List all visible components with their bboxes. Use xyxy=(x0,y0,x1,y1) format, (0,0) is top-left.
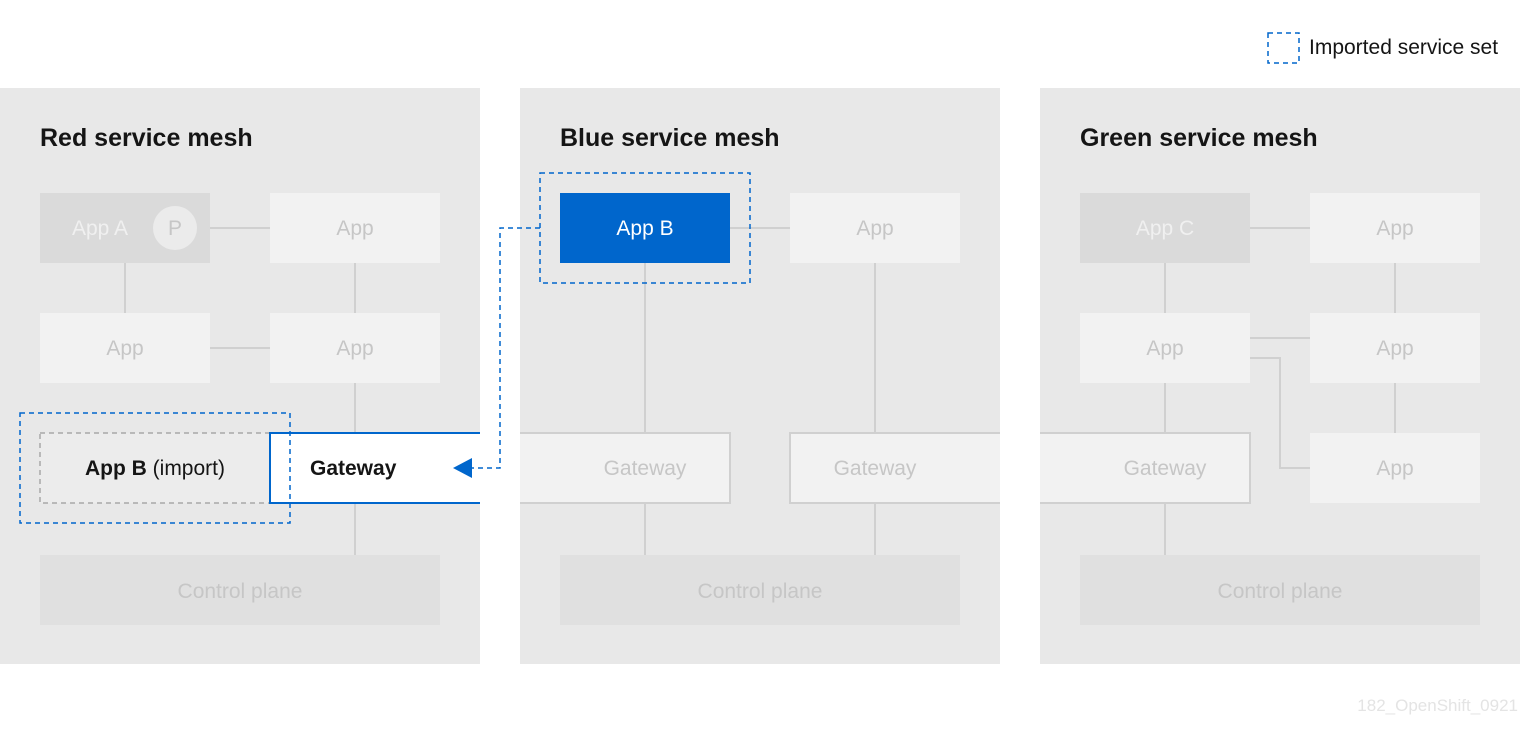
svg-text:App B: App B xyxy=(616,217,673,240)
red-app-box: App xyxy=(40,313,210,383)
red-app-box: App xyxy=(270,313,440,383)
red-control-plane-box: Control plane xyxy=(40,555,440,625)
green-app-box: App xyxy=(1310,313,1480,383)
legend-dashed-swatch xyxy=(1267,32,1300,64)
connectors xyxy=(124,227,1396,555)
federation-dashed-line xyxy=(470,227,540,469)
blue-gateway-box: Gateway xyxy=(520,432,731,504)
red-app-box: App xyxy=(270,193,440,263)
red-gateway-box: Gateway xyxy=(269,432,480,504)
federation-arrowhead xyxy=(453,458,472,478)
green-app-box: App xyxy=(1310,433,1480,503)
svg-text:App: App xyxy=(336,337,373,360)
svg-text:App: App xyxy=(336,217,373,240)
svg-text:Gateway: Gateway xyxy=(604,457,687,480)
green-app-box: App xyxy=(1310,193,1480,263)
proxy-badge xyxy=(153,206,197,250)
red-imported-service-set xyxy=(19,412,291,524)
green-gateway-box: Gateway xyxy=(1040,432,1251,504)
svg-text:Control plane: Control plane xyxy=(1218,580,1343,603)
blue-app-box: App xyxy=(790,193,960,263)
proxy-badge-label: P xyxy=(168,217,182,240)
blue-gateway-box: Gateway xyxy=(789,432,1000,504)
legend: Imported service set xyxy=(1267,32,1498,64)
svg-text:App A: App A xyxy=(72,217,128,240)
svg-text:App B (import): App B (import) xyxy=(85,457,225,480)
green-control-plane-box: Control plane xyxy=(1080,555,1480,625)
green-mesh-title: Green service mesh xyxy=(1080,124,1318,152)
red-app-a-box: App A P xyxy=(40,193,210,263)
blue-app-b-box: App B xyxy=(560,193,730,263)
blue-control-plane-box: Control plane xyxy=(560,555,960,625)
svg-text:App: App xyxy=(1376,457,1413,480)
svg-text:App: App xyxy=(106,337,143,360)
svg-text:App: App xyxy=(1146,337,1183,360)
svg-text:Control plane: Control plane xyxy=(698,580,823,603)
svg-text:App: App xyxy=(856,217,893,240)
green-app-box: App xyxy=(1080,313,1250,383)
svg-text:Gateway: Gateway xyxy=(1124,457,1207,480)
svg-text:Control plane: Control plane xyxy=(178,580,303,603)
red-mesh-title: Red service mesh xyxy=(40,124,253,152)
svg-text:Gateway: Gateway xyxy=(834,457,917,480)
app-b-import-box: App B (import) xyxy=(39,432,271,504)
blue-mesh-title: Blue service mesh xyxy=(560,124,780,152)
connector-line xyxy=(1250,357,1310,469)
legend-label: Imported service set xyxy=(1309,36,1498,59)
federation-link xyxy=(453,227,540,478)
app-b-import-name: App B xyxy=(85,457,147,480)
figure-id: 182_OpenShift_0921 xyxy=(1357,696,1518,715)
svg-text:App: App xyxy=(1376,337,1413,360)
svg-text:App C: App C xyxy=(1136,217,1194,240)
green-app-c-box: App C xyxy=(1080,193,1250,263)
svg-text:App: App xyxy=(1376,217,1413,240)
svg-text:Gateway: Gateway xyxy=(310,457,397,480)
app-b-import-suffix: (import) xyxy=(153,457,225,480)
